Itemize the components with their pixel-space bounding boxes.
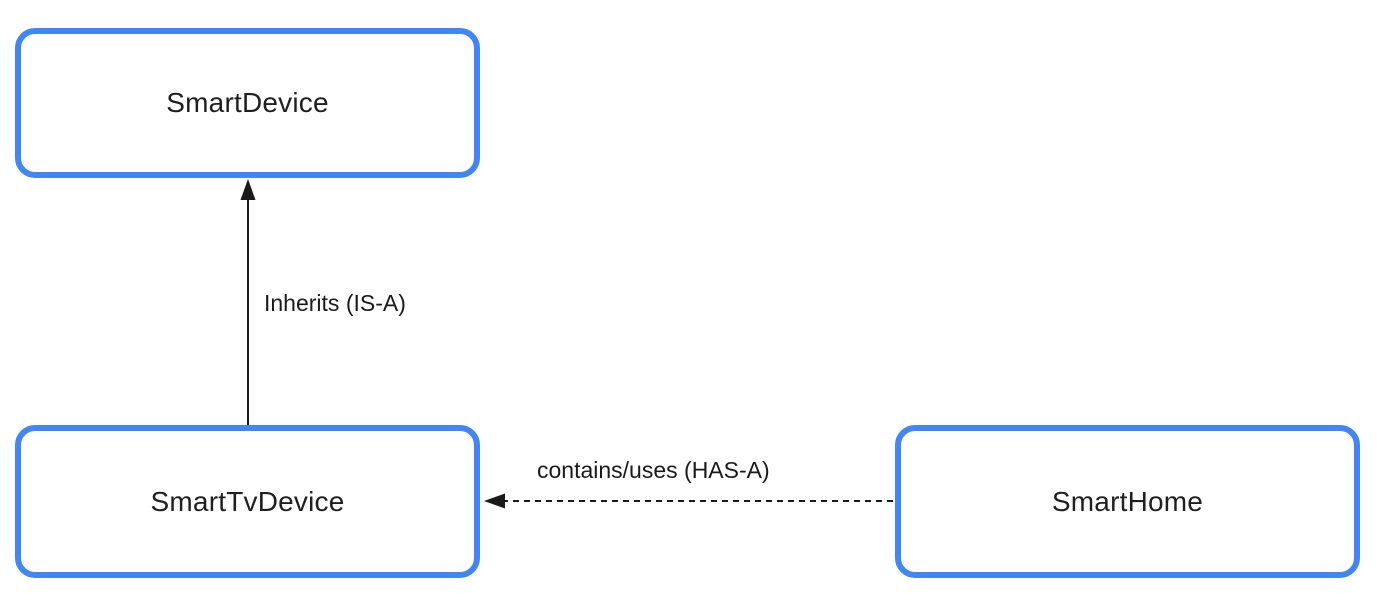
node-smart-home: SmartHome <box>895 425 1360 578</box>
node-smart-device-label: SmartDevice <box>166 87 329 118</box>
arrowhead-up-icon <box>240 179 256 200</box>
has-a-edge-label: contains/uses (HAS-A) <box>537 457 770 483</box>
node-smart-tv-device: SmartTvDevice <box>15 425 480 578</box>
has-a-arrow <box>484 493 893 509</box>
inheritance-edge-label: Inherits (IS-A) <box>264 290 406 316</box>
node-smart-home-label: SmartHome <box>1051 485 1204 517</box>
node-smart-tv-device-label: SmartTvDevice <box>150 485 345 517</box>
arrowhead-left-icon <box>484 493 505 509</box>
inheritance-arrow <box>240 179 256 425</box>
node-smart-device: SmartDevice <box>15 28 480 178</box>
